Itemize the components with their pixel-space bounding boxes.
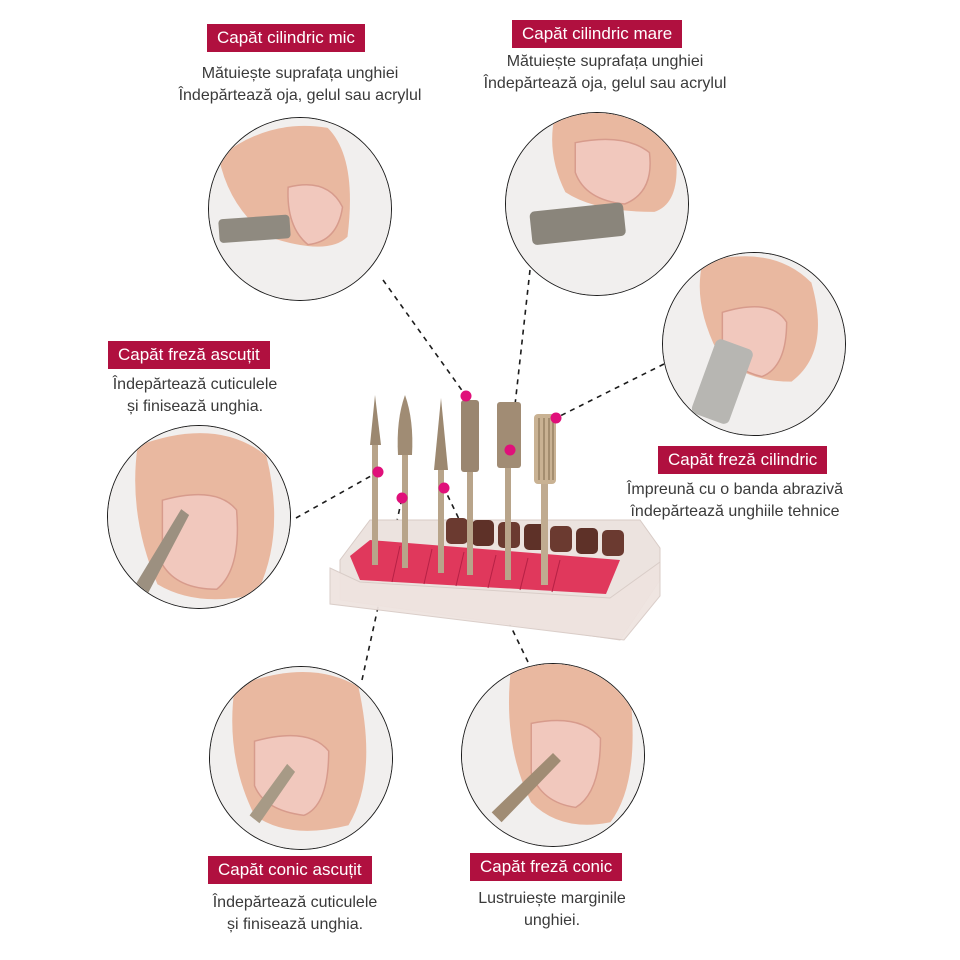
bit-sharp-cutter [370,395,381,565]
desc-sharp-cone: Îndepărtează cuticulele și finisează ung… [190,892,400,936]
desc-line: și finisează unghia. [126,398,264,415]
desc-line: Îndepărtează cuticulele [212,894,378,911]
bit-cone-cutter [397,395,413,568]
nail-illustration [210,667,392,849]
label-cone-cutter: Capăt freză conic [470,853,623,881]
nail-illustration [108,426,290,608]
case-front [329,561,661,641]
desc-line: Îndepărtează oja, gelul sau acrylul [483,75,727,92]
marker-large-cylinder [504,444,516,456]
desc-cylinder-cutter: Împreună cu o banda abrazivă îndepărteaz… [595,479,875,523]
marker-sharp-cone [396,492,408,504]
nail-illustration [462,664,644,846]
nail-illustration [506,113,688,295]
leader-line-large-cylinder [509,269,531,451]
foam-insert [350,540,620,594]
desc-line: Mătuiește suprafața unghiei [201,65,399,82]
detail-photo-small-cylinder [208,117,392,301]
desc-line: unghiei. [523,912,581,929]
desc-line: Îndepărtează oja, gelul sau acrylul [178,87,422,104]
detail-photo-cylinder-cutter [662,252,846,436]
bit-large-cylinder [497,402,521,580]
marker-cone-cutter [438,482,450,494]
desc-line: Îndepărtează cuticulele [112,376,278,393]
desc-line: și finisează unghia. [226,916,364,933]
marker-dots [372,390,562,504]
desc-small-cylinder: Mătuiește suprafața unghiei Îndepărtează… [150,63,450,107]
leader-lines [295,269,665,681]
nail-illustration [663,253,845,435]
leader-line-sharp-cone [361,497,403,681]
label-large-cylinder: Capăt cilindric mare [512,20,683,48]
leader-line-small-cylinder [382,279,467,397]
detail-photo-sharp-cutter [107,425,291,609]
desc-line: îndepărtează unghiile tehnice [630,503,840,520]
nail-illustration [209,118,391,300]
desc-line: Mătuiește suprafața unghiei [506,53,704,70]
label-sharp-cutter: Capăt freză ascuțit [108,341,270,369]
leader-line-cone-cutter [443,487,529,663]
leader-line-sharp-cutter [295,471,379,519]
detail-photo-cone-cutter [461,663,645,847]
leader-line-cylinder-cutter [555,363,665,419]
sanding-bands [446,518,624,556]
bit-case [329,518,661,641]
foam-slots [391,545,561,593]
label-sharp-cone: Capăt conic ascuțit [208,856,372,884]
desc-cone-cutter: Lustruiește marginile unghiei. [452,888,652,932]
desc-line: Împreună cu o banda abrazivă [626,481,844,498]
label-small-cylinder: Capăt cilindric mic [207,24,365,52]
detail-photo-large-cylinder [505,112,689,296]
desc-sharp-cutter: Îndepărtează cuticulele și finisează ung… [90,374,300,418]
bit-cylinder-cutter [534,414,556,585]
marker-small-cylinder [460,390,472,402]
desc-large-cylinder: Mătuiește suprafața unghiei Îndepărtează… [455,51,755,95]
label-cylinder-cutter: Capăt freză cilindric [658,446,828,474]
marker-cylinder-cutter [550,412,562,424]
detail-photo-sharp-cone [209,666,393,850]
desc-line: Lustruiește marginile [478,890,626,907]
bit-sharp-cone [434,398,448,573]
drill-bits [370,395,556,585]
marker-sharp-cutter [372,466,384,478]
bit-small-cylinder [461,400,479,575]
